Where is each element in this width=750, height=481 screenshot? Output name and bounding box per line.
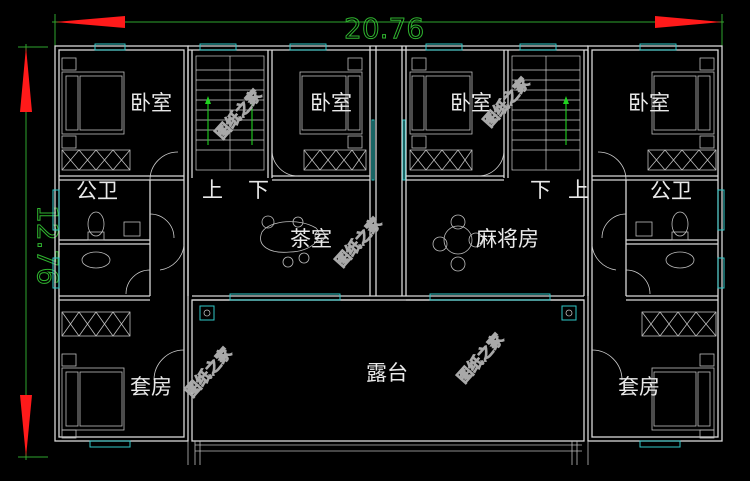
room-label-bedroom-1: 卧室 xyxy=(130,91,172,115)
room-label-bedroom-3: 卧室 xyxy=(450,91,492,115)
mahjong-table xyxy=(432,214,484,272)
stair-up-arrow-icon xyxy=(205,96,211,104)
dimension-width: 20.76 xyxy=(52,12,724,46)
stair-left: 上 下 xyxy=(195,55,269,202)
arrow-left-icon xyxy=(55,16,125,28)
bed-top-left xyxy=(61,57,125,149)
room-label-bathroom-right: 公卫 xyxy=(650,179,692,203)
arrow-right-icon xyxy=(655,16,722,28)
room-label-suite-right: 套房 xyxy=(618,375,660,399)
watermark-text: 图纸之家 xyxy=(332,214,386,271)
bed-top-right xyxy=(651,57,715,149)
arrow-up-icon xyxy=(20,47,32,112)
doors xyxy=(125,149,651,381)
room-labels: 卧室 卧室 卧室 卧室 公卫 公卫 茶室 麻将房 套房 套房 露台 xyxy=(76,91,692,399)
bathroom-fixtures xyxy=(81,211,695,269)
bed-top-center-right xyxy=(409,57,473,149)
width-dimension-label: 20.76 xyxy=(344,12,424,45)
wardrobes xyxy=(61,149,717,337)
room-label-suite-left: 套房 xyxy=(130,375,172,399)
room-label-bathroom-left: 公卫 xyxy=(76,179,118,203)
stair-left-down-label: 下 xyxy=(248,178,269,202)
watermark-text: 图纸之家 xyxy=(182,344,236,401)
windows xyxy=(52,43,725,448)
bed-top-center-left xyxy=(299,57,363,149)
bed-bottom-right xyxy=(651,353,715,439)
dimension-height: 12.76 xyxy=(18,44,65,460)
watermark-text: 图纸之家 xyxy=(454,330,508,387)
bed-bottom-left xyxy=(61,353,125,439)
arrow-down-icon xyxy=(20,395,32,457)
room-label-tea-room: 茶室 xyxy=(290,227,332,251)
stair-right-up-label: 上 xyxy=(568,178,589,202)
room-label-bedroom-4: 卧室 xyxy=(628,91,670,115)
terrace-drains xyxy=(199,305,577,321)
stair-left-up-label: 上 xyxy=(202,178,223,202)
room-label-bedroom-2: 卧室 xyxy=(310,91,352,115)
tea-table xyxy=(260,215,326,268)
watermark-text: 图纸之家 xyxy=(212,86,266,143)
stair-up-arrow-icon xyxy=(563,96,569,104)
stair-right-down-label: 下 xyxy=(530,178,551,202)
room-label-terrace: 露台 xyxy=(366,361,408,385)
stair-right: 上 下 xyxy=(511,55,589,202)
room-label-mahjong-room: 麻将房 xyxy=(476,227,539,251)
